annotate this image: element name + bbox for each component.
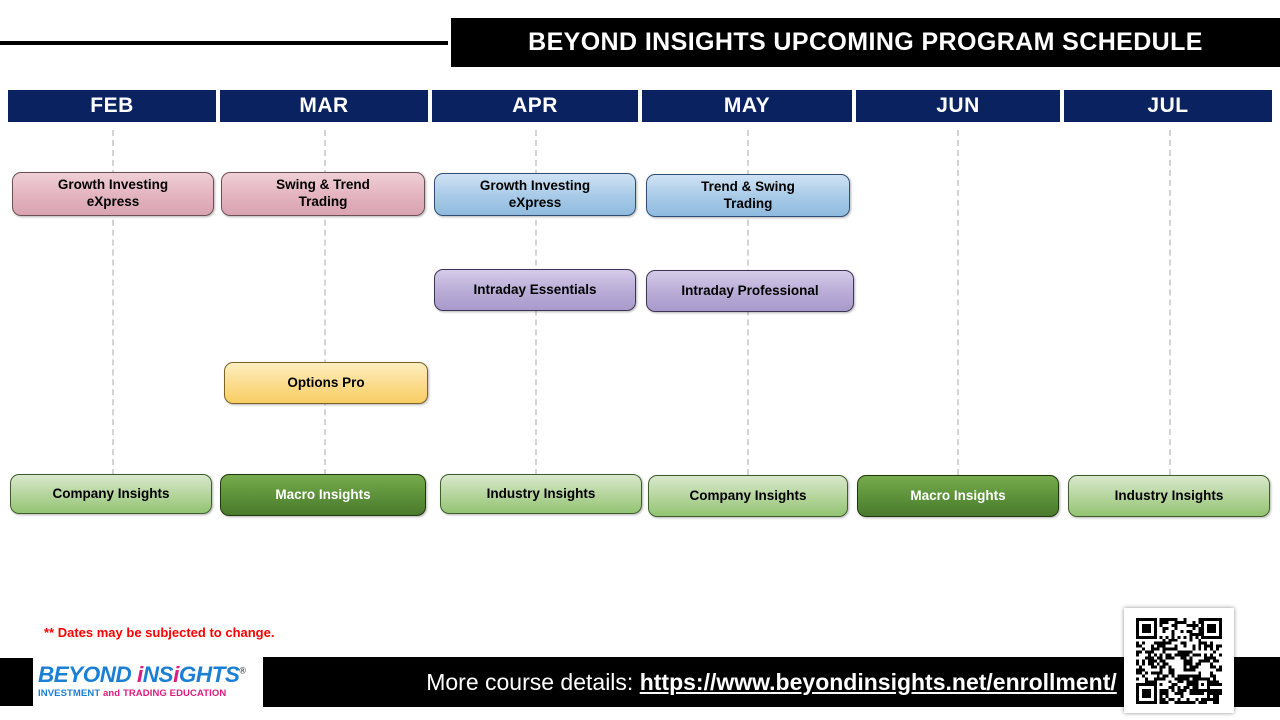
month-header-jun: JUN xyxy=(856,90,1060,122)
program-card-growth-investing-express[interactable]: Growth Investing eXpress xyxy=(12,172,214,216)
program-card-swing-trend-trading[interactable]: Swing & Trend Trading xyxy=(221,172,425,216)
program-card-trend-swing-trading[interactable]: Trend & Swing Trading xyxy=(646,174,850,217)
program-card-label: Company Insights xyxy=(52,485,170,501)
logo-letters-ghts: GHTS xyxy=(178,662,240,687)
month-header-label: MAR xyxy=(299,94,349,117)
program-card-label: Intraday Essentials xyxy=(473,281,597,297)
footer-left-accent xyxy=(0,658,33,706)
month-header-feb: FEB xyxy=(8,90,216,122)
beyond-insights-logo: BEYOND iNSiGHTS® INVESTMENT and TRADING … xyxy=(38,662,258,704)
footer-bar: More course details: https://www.beyondi… xyxy=(263,657,1280,707)
program-card-label: Trend & Swing Trading xyxy=(701,178,795,211)
program-card-label: Company Insights xyxy=(689,487,807,503)
qr-code-card[interactable] xyxy=(1124,608,1234,713)
program-card-growth-investing-express[interactable]: Growth Investing eXpress xyxy=(434,173,636,216)
column-guide-5 xyxy=(1169,130,1171,485)
dates-disclaimer: ** Dates may be subjected to change. xyxy=(44,625,275,640)
program-card-label: Macro Insights xyxy=(910,487,1006,503)
footer-course-details: More course details: https://www.beyondi… xyxy=(426,669,1117,696)
footer-prefix-label: More course details: xyxy=(426,668,640,695)
column-guide-0 xyxy=(112,130,114,485)
logo-letter-i2: i xyxy=(173,662,179,687)
program-card-options-pro[interactable]: Options Pro xyxy=(224,362,428,404)
program-card-label: Swing & Trend Trading xyxy=(276,177,370,209)
month-header-may: MAY xyxy=(642,90,852,122)
month-header-label: APR xyxy=(512,94,558,117)
program-card-industry-insights[interactable]: Industry Insights xyxy=(1068,475,1270,517)
program-card-label: Options Pro xyxy=(287,374,365,390)
program-card-company-insights[interactable]: Company Insights xyxy=(648,475,848,517)
program-card-macro-insights[interactable]: Macro Insights xyxy=(220,474,426,516)
column-guide-4 xyxy=(957,130,959,485)
program-card-macro-insights[interactable]: Macro Insights xyxy=(857,475,1059,517)
program-card-label: Industry Insights xyxy=(1114,487,1224,503)
header-divider-rule xyxy=(0,41,448,45)
month-header-label: MAY xyxy=(723,94,771,117)
month-header-mar: MAR xyxy=(220,90,428,122)
logo-tag-trading: TRADING EDUCATION xyxy=(122,687,227,699)
program-card-intraday-professional[interactable]: Intraday Professional xyxy=(646,270,854,312)
registered-trademark-icon: ® xyxy=(239,665,246,676)
month-header-label: JUN xyxy=(936,94,980,117)
month-header-label: FEB xyxy=(90,94,134,117)
logo-tag-and: and xyxy=(102,687,121,699)
program-card-label: Industry Insights xyxy=(486,485,596,501)
logo-letters-ns: NS xyxy=(142,662,174,687)
program-card-label: Macro Insights xyxy=(275,486,371,502)
logo-letter-i1: i xyxy=(137,662,143,687)
qr-code-icon[interactable] xyxy=(1136,617,1222,704)
logo-word-beyond: BEYOND xyxy=(38,662,132,687)
logo-wordmark: BEYOND iNSiGHTS® xyxy=(38,662,258,687)
program-card-label: Growth Investing eXpress xyxy=(479,177,591,210)
month-header-row: FEB MAR APR MAY JUN JUL xyxy=(0,90,1280,122)
column-guide-1 xyxy=(324,130,326,485)
month-header-label: JUL xyxy=(1147,94,1189,117)
program-card-industry-insights[interactable]: Industry Insights xyxy=(440,474,642,514)
page-title: BEYOND INSIGHTS UPCOMING PROGRAM SCHEDUL… xyxy=(451,18,1280,67)
enrollment-link[interactable]: https://www.beyondinsights.net/enrollmen… xyxy=(639,668,1117,695)
program-card-label: Intraday Professional xyxy=(681,282,819,298)
month-header-apr: APR xyxy=(432,90,638,122)
month-header-jul: JUL xyxy=(1064,90,1272,122)
program-card-label: Growth Investing eXpress xyxy=(57,177,169,209)
logo-tag-investment: INVESTMENT xyxy=(38,687,101,699)
program-card-intraday-essentials[interactable]: Intraday Essentials xyxy=(434,269,636,311)
logo-tagline: INVESTMENT and TRADING EDUCATION xyxy=(38,687,258,699)
program-card-company-insights[interactable]: Company Insights xyxy=(10,474,212,514)
